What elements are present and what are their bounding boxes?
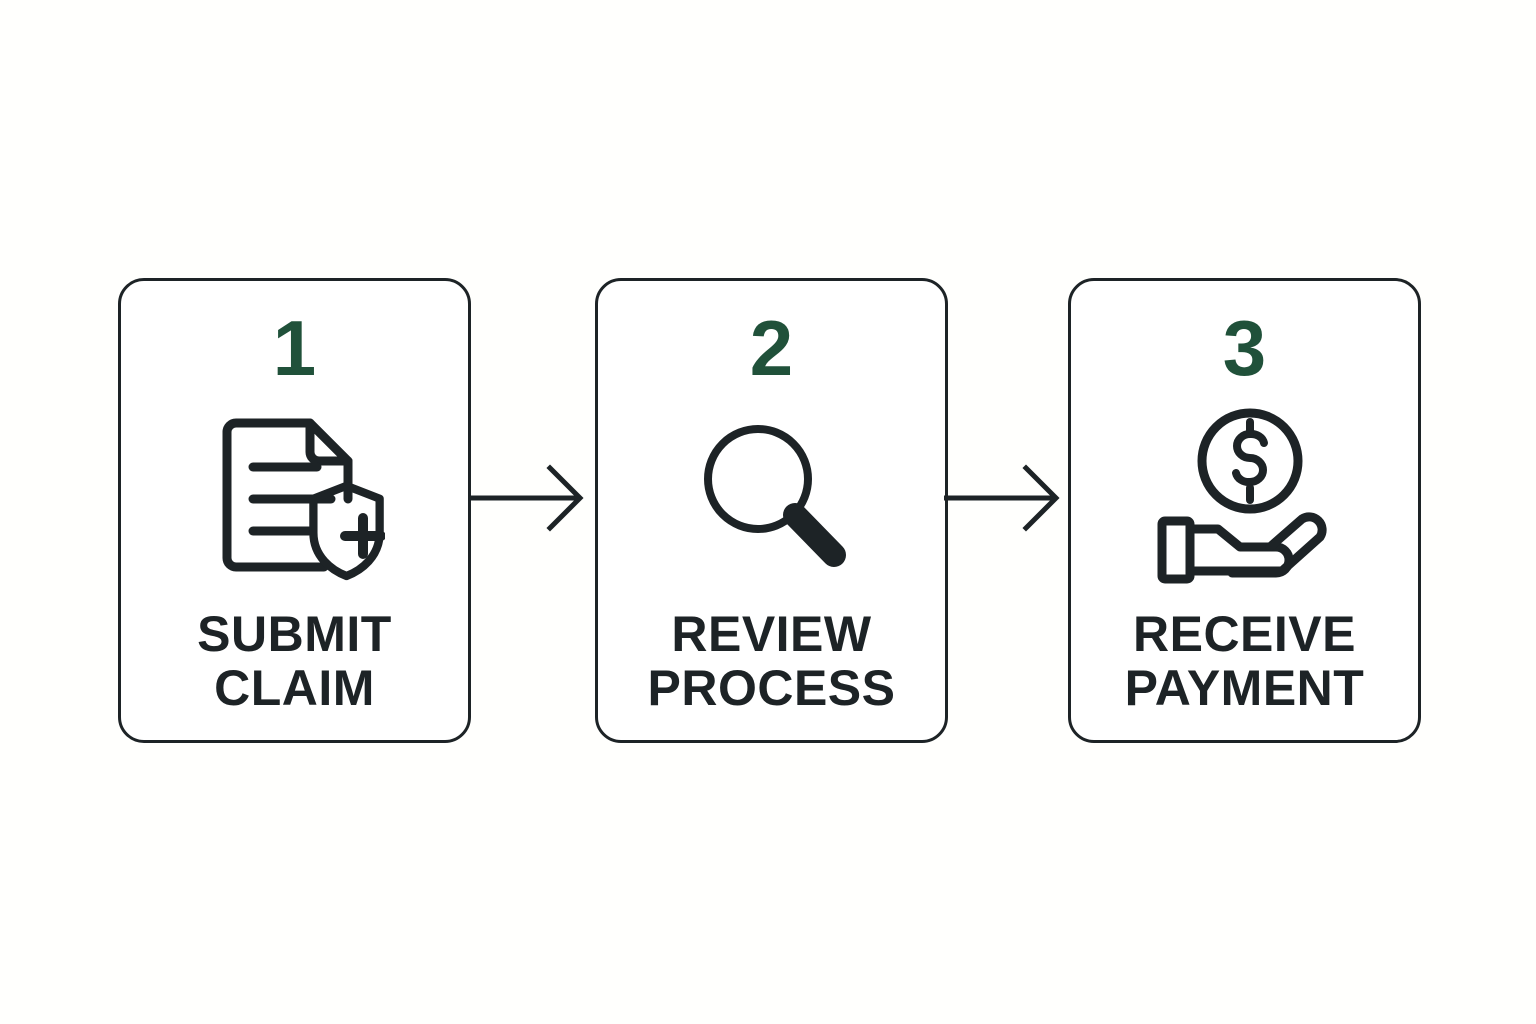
step-card-review-process[interactable]: 2 REVIEW PROCESS xyxy=(595,278,948,743)
step-number: 3 xyxy=(1222,304,1267,392)
arrow-right-icon xyxy=(465,460,588,536)
step-card-receive-payment[interactable]: 3 RECEIVE PAYMENT xyxy=(1068,278,1421,743)
step-label: SUBMIT CLAIM xyxy=(197,606,392,716)
step-card-submit-claim[interactable]: 1 SUBMIT CLAIM xyxy=(118,278,471,743)
arrow-right-icon xyxy=(941,460,1064,536)
step-number: 1 xyxy=(272,304,317,392)
document-shield-icon xyxy=(205,405,385,585)
magnifying-glass-icon xyxy=(682,405,862,585)
hand-holding-coin-icon xyxy=(1150,405,1340,585)
step-label: REVIEW PROCESS xyxy=(647,606,896,716)
step-number: 2 xyxy=(749,304,794,392)
step-label: RECEIVE PAYMENT xyxy=(1124,606,1365,716)
